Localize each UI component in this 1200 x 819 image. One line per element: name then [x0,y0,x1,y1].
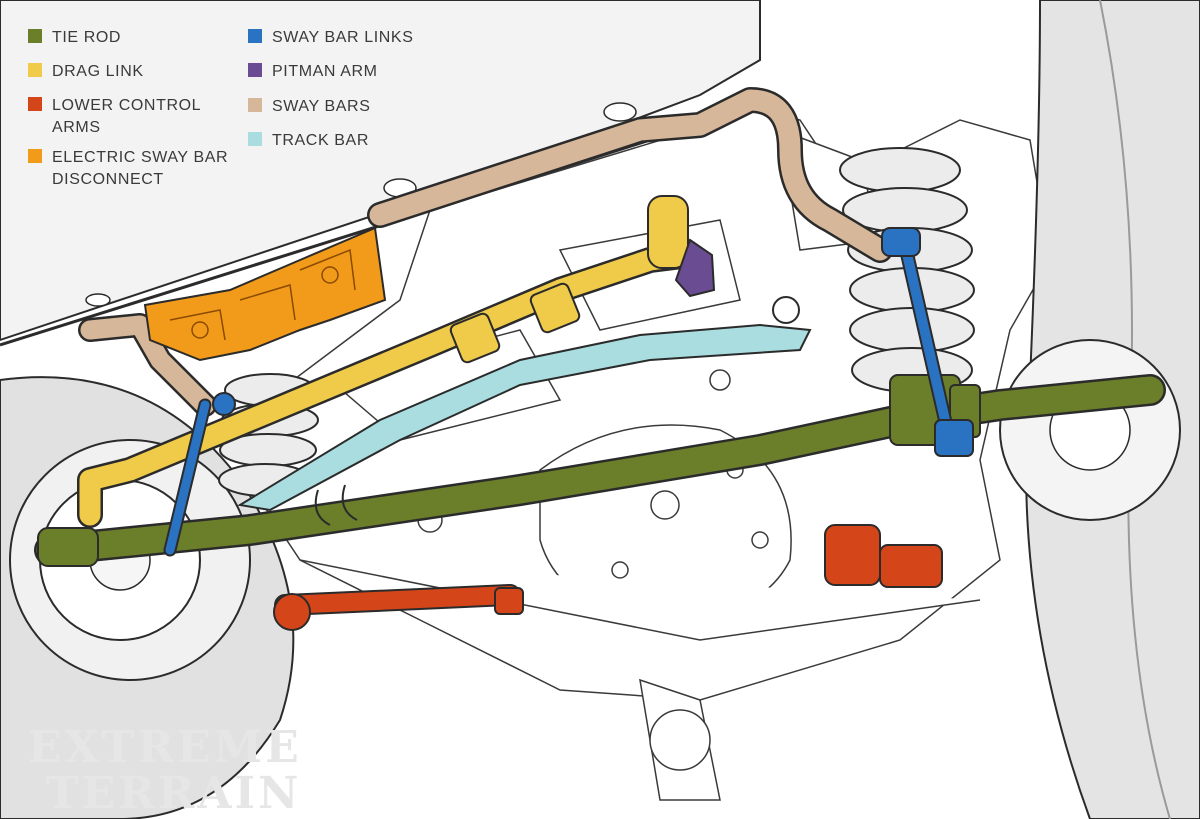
lower-control-arm-right [879,544,943,588]
legend-item-drag-link: DRAG LINK [28,61,242,83]
track-bar [237,323,812,512]
legend-item-sway-bars: SWAY BARS [248,96,462,118]
track-bar-bolt [772,296,800,324]
body-plug [85,293,111,307]
legend-item-tie-rod: TIE ROD [28,27,242,49]
sway-bar-link-left [165,400,210,555]
sway-bar-left [80,315,215,415]
legend-swatch [28,63,42,77]
sway-bar-link-left-bushing [212,392,236,416]
legend-swatch [248,29,262,43]
lower-control-arm-bushing [273,593,311,631]
legend: TIE ROD DRAG LINK LOWER CONTROL ARMS ELE… [0,0,460,200]
watermark-line-2: TERRAIN [46,768,302,819]
legend-label: TIE ROD [52,29,122,46]
legend-label: PITMAN ARM [272,63,378,80]
lower-control-arm-right [824,524,881,586]
sway-bar-link-right-mount [934,419,974,457]
lower-control-arm [276,586,519,614]
legend-label: ELECTRIC SWAY BAR DISCONNECT [52,149,229,188]
drag-link-adjuster [529,282,581,334]
legend-swatch [248,98,262,112]
legend-label: LOWER CONTROL ARMS [52,97,201,136]
legend-item-pitman-arm: PITMAN ARM [248,61,462,83]
watermark-logo: EXTREME TERRAIN [28,722,408,819]
legend-item-lower-control-arms: LOWER CONTROL ARMS [28,95,222,139]
legend-label: SWAY BARS [272,98,371,115]
electric-sway-bar-disconnect [143,226,387,362]
legend-label: TRACK BAR [272,132,369,149]
legend-label: DRAG LINK [52,63,144,80]
drag-link-end [647,195,689,269]
legend-swatch [248,63,262,77]
pitman-arm [674,238,716,298]
disconnect-detail [169,248,356,341]
legend-item-sway-bar-links: SWAY BAR LINKS [248,27,462,49]
vehicle-body-panel [0,0,761,342]
tie-rod-end [37,527,99,567]
body-plug [603,102,637,122]
sway-bar-link-right [900,240,950,425]
legend-label: SWAY BAR LINKS [272,29,414,46]
legend-swatch [28,149,42,163]
sway-bar [369,89,891,261]
tie-rod-clip [314,484,358,526]
legend-item-track-bar: TRACK BAR [248,130,462,152]
legend-swatch [248,132,262,146]
drag-link-adjuster [449,312,501,364]
watermark-line-1: EXTREME [28,722,302,773]
legend-swatch [28,29,42,43]
left-wheel [0,376,295,819]
legend-swatch [28,97,42,111]
sway-bar-link-right-bushing [881,227,921,257]
tie-rod [36,376,1164,564]
lower-control-arm-end [494,587,524,615]
legend-item-electric-sway-bar-disconnect: ELECTRIC SWAY BAR DISCONNECT [28,147,237,191]
